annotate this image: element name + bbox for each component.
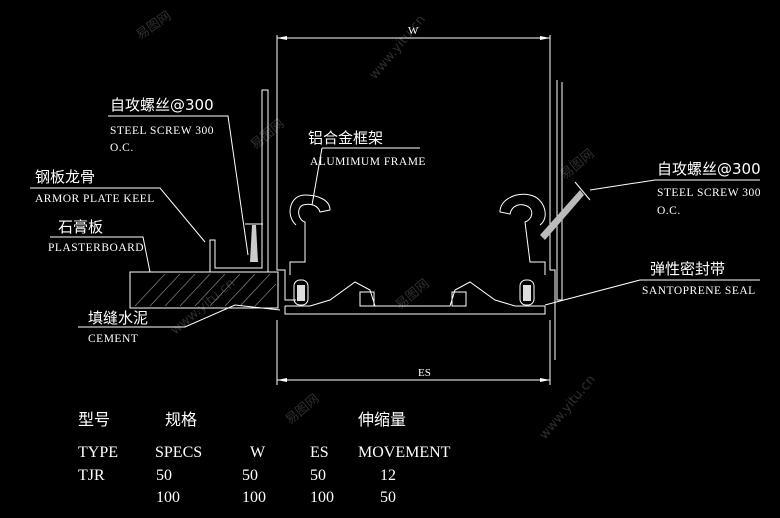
- table-cell: 12: [380, 467, 396, 484]
- callout-santoprene-seal: 弹性密封带 SANTOPRENE SEAL: [642, 260, 756, 297]
- table-cell: TJR: [78, 467, 105, 484]
- watermark-logo: 易图网: [134, 9, 175, 44]
- callout-en: ARMOR PLATE KEEL: [35, 193, 155, 205]
- callout-steel-screw-left: 自攻螺丝@300 STEEL SCREW 300 O.C.: [110, 96, 214, 154]
- callout-en: STEEL SCREW 300: [657, 187, 761, 199]
- dimension-w-label: W: [408, 25, 419, 37]
- left-wall-section: [129, 35, 331, 309]
- callout-aluminum-frame: 铝合金框架 ALUMIMUM FRAME: [308, 129, 426, 168]
- table-cell: 100: [310, 489, 334, 506]
- callout-en: PLASTERBOARD: [48, 242, 144, 254]
- right-wall-section: [499, 35, 591, 360]
- dimension-es: ES: [276, 320, 551, 385]
- table-cell: 50: [156, 467, 172, 484]
- table-header-es: ES: [310, 444, 329, 461]
- dimension-w: W: [276, 25, 551, 100]
- callout-en: ALUMIMUM FRAME: [310, 156, 426, 168]
- callout-en2: O.C.: [110, 142, 134, 154]
- callout-cn: 自攻螺丝@300: [110, 96, 214, 114]
- table-header-w: W: [250, 444, 266, 461]
- callout-cn: 铝合金框架: [308, 129, 383, 147]
- callout-plasterboard: 石膏板 PLASTERBOARD: [48, 218, 144, 254]
- table-cell: 50: [242, 467, 258, 484]
- callout-en: SANTOPRENE SEAL: [642, 285, 756, 297]
- table-header-specs: SPECS: [155, 444, 202, 461]
- callout-cn: 填缝水泥: [88, 309, 148, 327]
- callout-en: CEMENT: [88, 333, 138, 345]
- callout-cn: 石膏板: [58, 218, 103, 236]
- watermark-logo: 易图网: [283, 391, 323, 428]
- watermark-url: www.yitu.cn: [168, 276, 238, 338]
- table-cell: 50: [310, 467, 326, 484]
- callout-en2: O.C.: [657, 205, 681, 217]
- callout-armor-plate-keel: 钢板龙骨 ARMOR PLATE KEEL: [35, 168, 155, 205]
- callout-steel-screw-right: 自攻螺丝@300 STEEL SCREW 300 O.C.: [657, 160, 761, 217]
- watermark-layer: 易图网 www.yitu.cn 易图网 易图网 易图网 www.yitu.cn …: [134, 9, 599, 443]
- dimension-es-label: ES: [418, 367, 431, 379]
- spec-table: 型号 规格 伸缩量 TYPE SPECS W ES MOVEMENT TJR 5…: [78, 410, 451, 506]
- table-cell: 100: [156, 489, 180, 506]
- leader-lines: [30, 115, 760, 328]
- table-header-type: TYPE: [78, 444, 118, 461]
- table-header-cn-specs: 规格: [165, 410, 197, 429]
- watermark-url: www.yitu.cn: [537, 372, 599, 442]
- watermark-logo: 易图网: [393, 276, 433, 313]
- table-cell: 100: [242, 489, 266, 506]
- table-header-cn-type: 型号: [78, 410, 110, 429]
- watermark-url: www.yitu.cn: [367, 12, 429, 82]
- table-cell: 50: [380, 489, 396, 506]
- callout-cn: 自攻螺丝@300: [657, 160, 761, 178]
- callout-cn: 弹性密封带: [650, 260, 725, 278]
- callout-cement: 填缝水泥 CEMENT: [88, 309, 148, 345]
- watermark-logo: 易图网: [558, 146, 598, 183]
- center-seal-profile: [284, 281, 546, 315]
- table-header-movement: MOVEMENT: [358, 444, 451, 461]
- callout-cn: 钢板龙骨: [35, 168, 95, 186]
- callout-en: STEEL SCREW 300: [110, 125, 214, 137]
- table-header-cn-movement: 伸缩量: [358, 410, 406, 429]
